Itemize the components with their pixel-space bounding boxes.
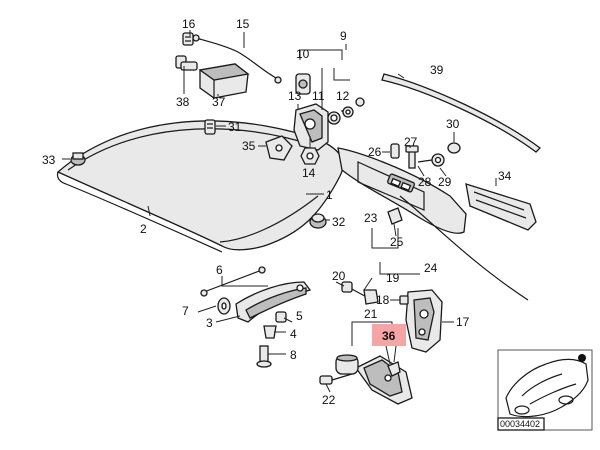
cap-30	[447, 142, 461, 154]
callout-35: 35	[242, 139, 256, 153]
callout-6: 6	[216, 263, 223, 277]
inset-code-box	[497, 417, 545, 431]
callout-25: 25	[390, 235, 404, 249]
callout-2: 2	[140, 222, 147, 236]
pin-26	[390, 143, 400, 159]
roof-trim-strip	[381, 73, 541, 153]
callout-29: 29	[438, 175, 452, 189]
lid-buffer	[309, 213, 327, 229]
lock-washer-set	[327, 97, 365, 125]
hinge-bolt	[275, 311, 287, 323]
lid-lock	[293, 103, 329, 151]
callout-30: 30	[446, 117, 460, 131]
callout-17: 17	[456, 315, 470, 329]
bolt-18	[399, 295, 409, 305]
hinge-washer	[217, 297, 231, 315]
callout-24: 24	[424, 261, 438, 275]
bolt-36	[387, 361, 401, 377]
callout-19: 19	[386, 271, 400, 285]
washer-29	[417, 153, 445, 167]
lock-actuator	[198, 63, 250, 99]
inset-frame	[497, 349, 593, 431]
emblem	[465, 183, 537, 231]
callout-34: 34	[498, 169, 512, 183]
callout-16: 16	[182, 17, 196, 31]
car-thumbnail	[505, 354, 589, 418]
callout-20: 20	[332, 269, 346, 283]
callout-8: 8	[290, 348, 297, 362]
callout-27: 27	[404, 135, 418, 149]
callout-11: 11	[312, 89, 325, 103]
torsion-rod	[200, 266, 266, 297]
hinge-clip	[263, 325, 277, 339]
callout-10: 10	[296, 47, 310, 61]
callout-12: 12	[336, 89, 350, 103]
callout-3: 3	[206, 316, 213, 330]
callout-15: 15	[236, 17, 250, 31]
location-dot	[578, 354, 586, 362]
callout-9: 9	[340, 29, 347, 43]
lock-latch	[405, 289, 443, 353]
callout-37: 37	[212, 95, 226, 109]
clip	[387, 207, 403, 225]
lock-bracket	[265, 135, 293, 161]
callout-5: 5	[296, 309, 303, 323]
actuator-connector	[175, 55, 198, 71]
leader-lines	[62, 30, 497, 393]
callout-39: 39	[430, 63, 444, 77]
callout-1: 1	[326, 188, 333, 202]
rubber-buffer	[70, 152, 86, 166]
callout-28: 28	[418, 175, 432, 189]
callout-14: 14	[302, 166, 316, 180]
actuator-36	[335, 354, 359, 375]
inset-code: 00034402	[500, 419, 540, 429]
callout-13: 13	[288, 89, 302, 103]
callout-36: 36	[382, 329, 396, 343]
callout-4: 4	[290, 327, 297, 341]
screw-20	[341, 281, 353, 293]
location-inset: 00034402	[497, 349, 593, 431]
screw-22	[319, 373, 353, 385]
lid-clip	[204, 119, 216, 135]
lock-nut	[300, 147, 320, 165]
callout-23: 23	[364, 211, 378, 225]
callout-22: 22	[322, 393, 336, 407]
highlight-box	[372, 324, 406, 346]
emergency-release	[355, 355, 413, 405]
callout-26: 26	[368, 145, 382, 159]
callout-21: 21	[364, 307, 378, 321]
callout-7: 7	[182, 304, 189, 318]
lid-hinge	[235, 281, 312, 323]
callout-38: 38	[176, 95, 190, 109]
hinge-screw	[256, 345, 272, 368]
callout-32: 32	[332, 215, 346, 229]
rod-clip	[182, 32, 194, 46]
bolt-27	[405, 145, 419, 169]
callout-labels: 1 2 3 4 5 6 7 8 9 10 11 12 13 14 15 16 1…	[42, 17, 512, 407]
callout-18: 18	[376, 293, 390, 307]
callout-31: 31	[228, 120, 242, 134]
license-light-bar	[387, 173, 415, 193]
cable-19	[349, 287, 379, 305]
callout-33: 33	[42, 153, 56, 167]
lock-cylinder	[295, 73, 311, 95]
